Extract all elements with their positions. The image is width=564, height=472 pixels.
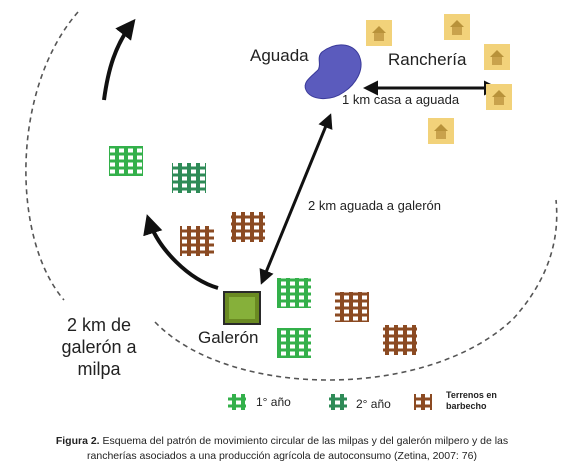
distance-arrow-aguada-galeron (259, 113, 333, 285)
field-plot-icon (277, 328, 311, 358)
house-icon (484, 44, 510, 70)
movement-arrow-lower (143, 214, 219, 290)
field-plot-icon (277, 278, 311, 308)
caption-line-2: rancherías asociados a una producción ag… (87, 450, 477, 462)
caption-line-1: Figura 2. Esquema del patrón de movimien… (4, 434, 560, 449)
dist-galeron-milpa-line: 2 km de (66, 315, 132, 335)
house-icon (366, 20, 392, 46)
dist-galeron-milpa-label: 2 km de galerón a milpa (46, 314, 152, 380)
field-plot-icon (172, 163, 206, 193)
circle-arc-left (25, 11, 79, 301)
galeron-roof (229, 297, 255, 319)
aguada-pond (304, 44, 362, 99)
legend-year1-label: 1° año (256, 395, 291, 409)
caption-text-1: Esquema del patrón de movimiento circula… (102, 435, 509, 447)
field-plot-icon (109, 146, 143, 176)
legend-swatch-year1 (228, 394, 246, 410)
legend-fallow-line: Terrenos en (446, 390, 497, 400)
field-plot-icon (383, 325, 417, 355)
field-plot-icon (335, 292, 369, 322)
caption-figure-label: Figura 2. (55, 435, 100, 447)
legend-swatch-year2 (329, 394, 347, 410)
rancheria-label: Ranchería (388, 50, 467, 69)
circle-arc-right (154, 199, 558, 381)
aguada-label: Aguada (250, 46, 309, 65)
movement-arrow-upper (102, 18, 136, 101)
dist-galeron-milpa-line: milpa (77, 359, 121, 379)
house-icon (486, 84, 512, 110)
field-plot-icon (180, 226, 214, 256)
dist-galeron-milpa-line: galerón a (61, 337, 137, 357)
legend-swatch-fallow (414, 394, 432, 410)
dist-casa-aguada-label: 1 km casa a aguada (342, 92, 460, 107)
dist-aguada-galeron-label: 2 km aguada a galerón (308, 198, 441, 213)
field-plot-icon (231, 212, 265, 242)
legend-fallow-label: Terrenos en barbecho (446, 390, 497, 412)
legend-year2-label: 2° año (356, 397, 391, 411)
figure-caption: Figura 2. Esquema del patrón de movimien… (4, 434, 560, 464)
house-icon (444, 14, 470, 40)
galeron-label: Galerón (198, 328, 259, 347)
legend-fallow-line: barbecho (446, 401, 487, 411)
house-icon (428, 118, 454, 144)
